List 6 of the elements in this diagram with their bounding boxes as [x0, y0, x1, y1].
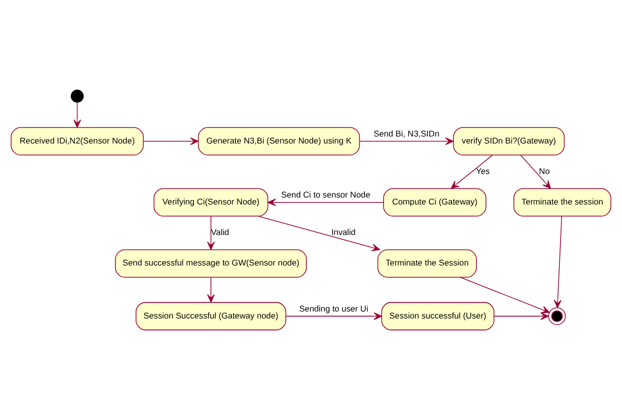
edge-label: Send Bi, N3,SIDn — [374, 128, 440, 138]
edge-label: Send Ci to sensor Node — [281, 189, 370, 200]
edge-label: No — [539, 165, 550, 176]
edge-label: Sending to user Ui — [299, 302, 368, 313]
edge-label: Invalid — [331, 226, 356, 237]
edge-label: Yes — [476, 165, 490, 176]
